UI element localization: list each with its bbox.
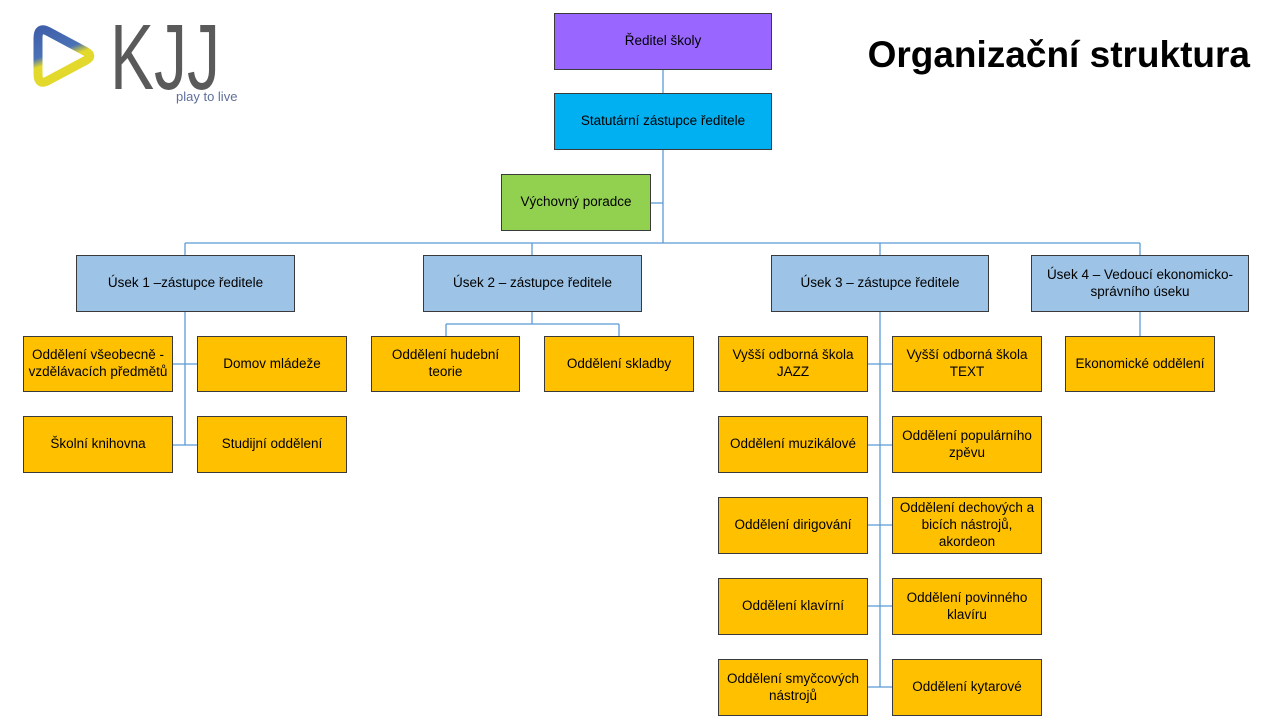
dept-economic-box: Ekonomické oddělení xyxy=(1065,336,1215,392)
section-2-box: Úsek 2 – zástupce ředitele xyxy=(423,255,642,312)
dept-music-theory-box: Oddělení hudební teorie xyxy=(371,336,520,392)
dept-school-library-box: Školní knihovna xyxy=(23,416,173,473)
dept-compulsory-piano-box: Oddělení povinného klavíru xyxy=(892,578,1042,635)
dept-conducting-box: Oddělení dirigování xyxy=(718,497,868,554)
section-1-box: Úsek 1 –zástupce ředitele xyxy=(76,255,295,312)
logo: KJJ play to live xyxy=(0,0,270,110)
dept-pop-singing-box: Oddělení populárního zpěvu xyxy=(892,416,1042,473)
advisor-box: Výchovný poradce xyxy=(501,174,651,231)
dept-strings-box: Oddělení smyčcových nástrojů xyxy=(718,659,868,716)
deputy-box: Statutární zástupce ředitele xyxy=(554,93,772,150)
dept-guitar-box: Oddělení kytarové xyxy=(892,659,1042,716)
page-title: Organizační struktura xyxy=(867,34,1250,75)
section-4-box: Úsek 4 – Vedoucí ekonomicko-správního ús… xyxy=(1031,255,1249,312)
dept-college-text-box: Vyšší odborná škola TEXT xyxy=(892,336,1042,392)
director-box: Ředitel školy xyxy=(554,13,772,70)
dept-youth-home-box: Domov mládeže xyxy=(197,336,347,392)
dept-college-jazz-box: Vyšší odborná škola JAZZ xyxy=(718,336,868,392)
dept-wind-percussion-accordion-box: Oddělení dechových a bicích nástrojů, ak… xyxy=(892,497,1042,554)
dept-piano-box: Oddělení klavírní xyxy=(718,578,868,635)
play-triangle-icon xyxy=(33,25,95,87)
dept-study-office-box: Studijní oddělení xyxy=(197,416,347,473)
section-3-box: Úsek 3 – zástupce ředitele xyxy=(771,255,989,312)
dept-musical-box: Oddělení muzikálové xyxy=(718,416,868,473)
logo-tagline: play to live xyxy=(176,89,238,104)
dept-general-education-box: Oddělení všeobecně - vzdělávacích předmě… xyxy=(23,336,173,392)
dept-composition-box: Oddělení skladby xyxy=(544,336,694,392)
logo-wordmark: KJJ xyxy=(110,5,221,109)
